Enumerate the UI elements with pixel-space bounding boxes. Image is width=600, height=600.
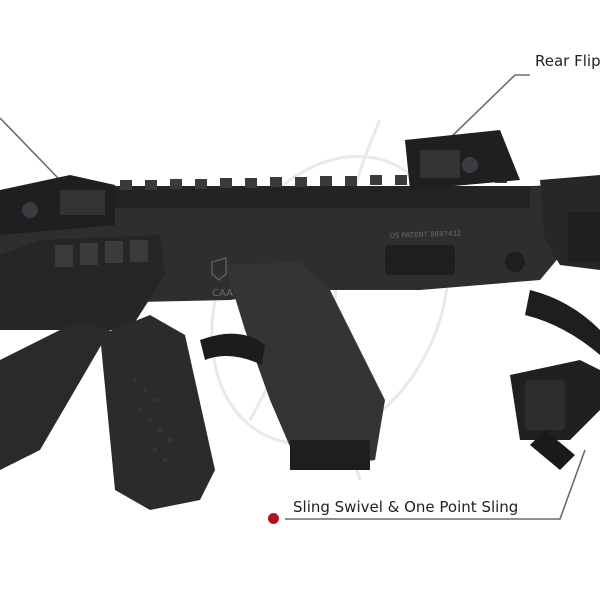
stock-grip (100, 315, 215, 510)
caa-shield-icon (211, 257, 227, 281)
carbine-kit: CAA US PATENT 8887432 (0, 130, 600, 510)
sling-callout-dot (268, 513, 279, 524)
pistol-frame (225, 262, 385, 470)
rear-flip-leader (447, 74, 530, 141)
sling-leader (285, 449, 586, 520)
front-flip-sight (0, 175, 115, 235)
caa-logo-text: CAA (212, 288, 233, 299)
one-point-sling (510, 290, 600, 470)
foregrip (0, 320, 110, 470)
pistol-magazine (290, 440, 370, 470)
charging-handle (385, 245, 455, 275)
handguard (0, 235, 165, 330)
front-sight-leader (0, 117, 59, 179)
sling-callout-label: Sling Swivel & One Point Sling (293, 498, 519, 516)
patent-engraving: US PATENT 8887432 (390, 230, 462, 240)
rear-flip-callout-label: Rear Flip (535, 52, 600, 70)
top-rail (110, 186, 530, 208)
trigger-guard (200, 333, 265, 365)
rear-flip-sight (405, 130, 520, 190)
